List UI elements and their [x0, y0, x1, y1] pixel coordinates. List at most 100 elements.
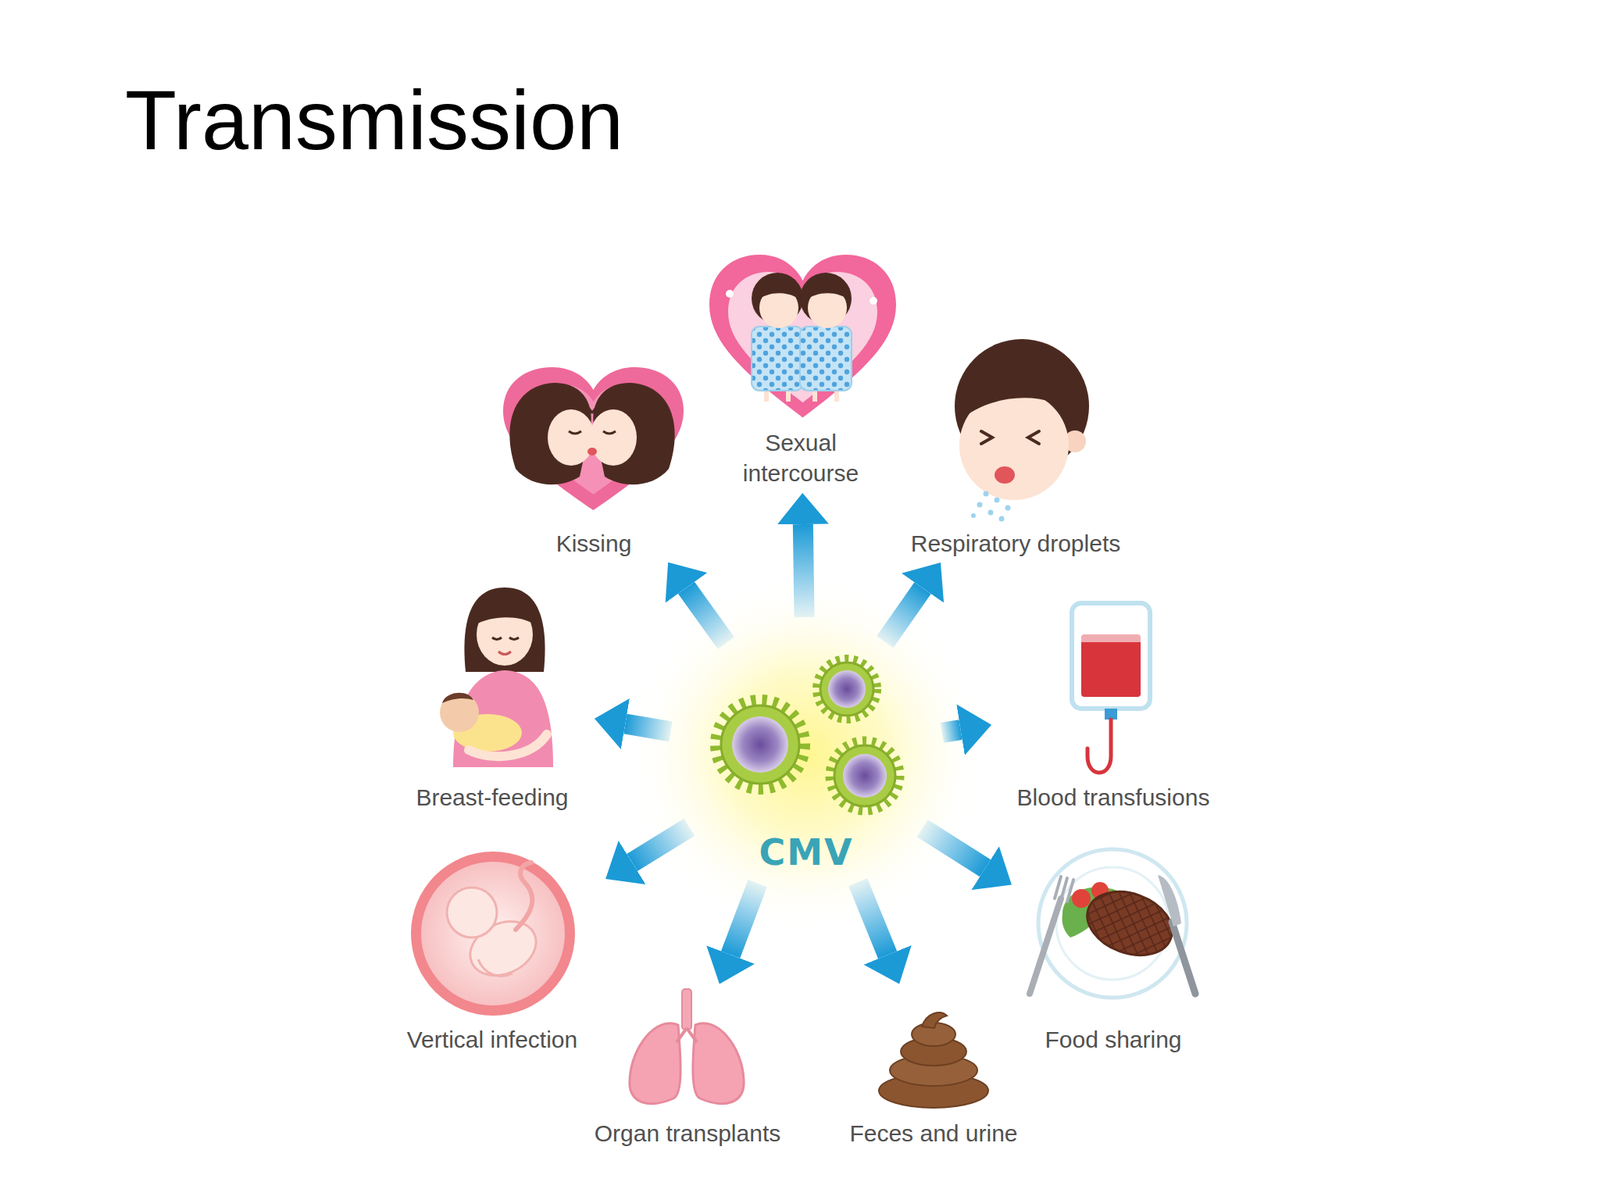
baby-hair — [442, 692, 474, 704]
route-label: Feces and urine — [849, 1117, 1018, 1149]
hair-bangs — [957, 377, 1074, 422]
trachea — [682, 989, 692, 1030]
umbilical-cord — [515, 862, 533, 930]
hair-bangs — [475, 602, 536, 625]
virus-body — [721, 705, 800, 784]
route-node: Breast-feeding — [394, 589, 590, 813]
squint-eye — [1028, 431, 1040, 444]
womb — [421, 861, 565, 1006]
fetus-body — [461, 910, 546, 986]
text-stack: Feces and urine — [828, 1117, 1040, 1149]
lung-lobe — [692, 1023, 744, 1104]
mother-body — [453, 670, 554, 768]
virus-spikes — [716, 700, 804, 789]
transmission-arrow — [922, 828, 986, 868]
leg — [764, 387, 769, 402]
fork-tines — [1054, 876, 1074, 902]
droplet — [1005, 505, 1011, 511]
droplet — [999, 516, 1005, 522]
route-label: Organ transplants — [594, 1117, 781, 1149]
route-label: Sexual intercourse — [722, 427, 879, 489]
text-stack: Blood transfusions — [996, 782, 1231, 813]
hair-bangs — [804, 282, 850, 301]
route-node: Kissing — [500, 359, 688, 559]
open-mouth — [994, 466, 1015, 484]
lettuce — [1061, 886, 1118, 938]
virus-spikes — [830, 741, 900, 811]
transmission-arrow — [730, 883, 758, 955]
breastfeeding-icon — [439, 587, 554, 768]
closed-eye — [603, 431, 616, 434]
hair-bangs — [590, 399, 638, 415]
route-node: Vertical infection — [382, 843, 602, 1055]
feces-tip — [921, 1012, 947, 1029]
face — [807, 287, 847, 329]
route-label: Food sharing — [1044, 1024, 1182, 1055]
heart-shape — [709, 254, 897, 418]
virus-body — [820, 662, 874, 716]
route-label: Vertical infection — [407, 1024, 578, 1055]
face — [547, 409, 595, 466]
dress — [800, 326, 852, 391]
leg — [812, 387, 818, 402]
sneezing-face-icon — [954, 339, 1090, 522]
lungs-icon — [629, 989, 744, 1104]
hair — [464, 587, 545, 672]
transmission-arrow — [885, 588, 923, 643]
feces-layer — [878, 1073, 989, 1108]
feces-layer — [889, 1054, 978, 1086]
route-node: Food sharing — [1015, 843, 1211, 1055]
blood-bag-icon — [1071, 603, 1150, 773]
steak — [1078, 880, 1181, 967]
fetus-head — [446, 887, 497, 938]
tomato — [1071, 889, 1091, 908]
virus-body — [834, 745, 896, 807]
baby-body — [453, 714, 522, 752]
heart-shape — [503, 367, 684, 511]
virus-core — [828, 670, 866, 708]
lips — [587, 447, 597, 456]
droplet — [971, 513, 976, 518]
hair — [800, 272, 852, 325]
tube — [1087, 719, 1111, 773]
blood-fill — [1081, 634, 1141, 697]
heart-inner — [525, 384, 662, 495]
womb-ring — [410, 851, 575, 1016]
hair-bangs — [756, 282, 802, 301]
lung-lobe — [629, 1023, 681, 1104]
bag-valve — [1104, 708, 1118, 720]
closed-eye — [568, 431, 582, 434]
virus-core — [732, 716, 789, 773]
text-stack: Respiratory droplets — [882, 528, 1149, 559]
text-stack: Organ transplants — [570, 1117, 805, 1149]
face — [589, 409, 637, 466]
plate — [1038, 849, 1187, 998]
route-node: Feces and urine — [828, 988, 1040, 1149]
smiling-eye — [509, 637, 519, 640]
face — [959, 390, 1069, 500]
fill-line — [1081, 634, 1141, 643]
food-plate-icon — [1029, 849, 1196, 998]
droplet — [988, 510, 994, 516]
route-node: Respiratory droplets — [882, 351, 1149, 559]
virus-core — [842, 753, 887, 798]
mother-face — [476, 603, 533, 666]
heart-sparkle — [869, 296, 878, 305]
virus-particle — [716, 700, 804, 789]
tomato — [1091, 882, 1109, 900]
hair — [751, 272, 804, 325]
feces-icon — [878, 1012, 989, 1108]
fetus-leg — [478, 959, 513, 976]
bronchi — [676, 1028, 697, 1043]
hair — [592, 382, 675, 485]
leg — [785, 387, 791, 402]
hair-bangs — [546, 399, 594, 415]
dress — [751, 326, 804, 391]
knife-handle — [1171, 921, 1196, 994]
route-node: Organ transplants — [570, 988, 805, 1149]
knife-blade — [1157, 875, 1182, 927]
heart-sparkle — [725, 289, 734, 298]
